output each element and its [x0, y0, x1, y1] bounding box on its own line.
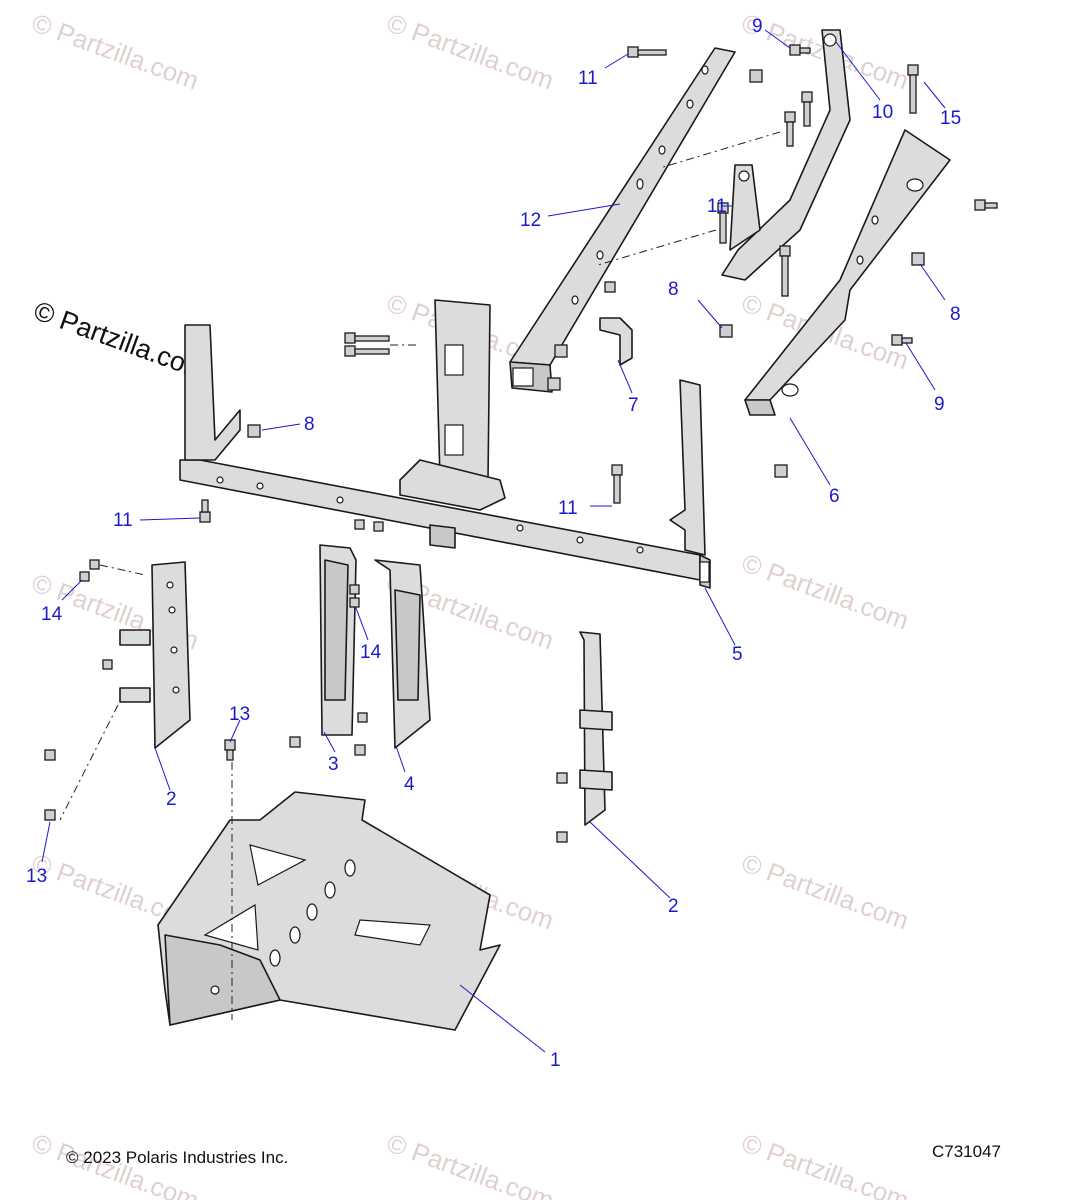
- bolt-icon: [779, 245, 791, 257]
- callout-2: 2: [166, 789, 177, 810]
- callout-3: 3: [328, 754, 339, 775]
- centerlines: [59, 131, 781, 1020]
- bolt-icon: [719, 212, 727, 244]
- bolt-icon: [199, 511, 211, 523]
- watermark: © Partzilla.com: [383, 1127, 558, 1200]
- bolt-icon: [781, 255, 789, 297]
- part-12-tube: [509, 47, 736, 393]
- bolt-icon: [354, 335, 390, 342]
- watermark: © Partzilla.com: [738, 547, 913, 635]
- callout-12: 12: [520, 210, 541, 231]
- bolt-icon: [44, 749, 56, 761]
- bolt-icon: [637, 49, 667, 56]
- callout-2: 2: [668, 896, 679, 917]
- bolt-icon: [354, 348, 390, 355]
- callout-11: 11: [558, 498, 578, 519]
- diagram-code: C731047: [932, 1142, 1002, 1161]
- bolt-icon: [891, 334, 903, 346]
- part-5-frame: [179, 299, 711, 589]
- bolt-icon: [786, 121, 794, 147]
- watermark: © Partzilla.com: [738, 1127, 913, 1200]
- bolt-icon: [354, 744, 366, 756]
- nut-icon: [247, 424, 261, 438]
- callout-11: 11: [707, 196, 727, 217]
- nut-icon: [719, 324, 733, 338]
- watermark: © Partzilla.com: [383, 7, 558, 95]
- callout-11: 11: [113, 510, 133, 531]
- part-6-angle: [744, 129, 951, 416]
- nut-icon: [774, 464, 788, 478]
- callout-6: 6: [829, 486, 840, 507]
- bolt-icon: [799, 47, 811, 54]
- bolt-icon: [789, 44, 801, 56]
- callouts: 1 2 2 3 4 5 6 7 8 8 8 9 9 10 11 11 11 11…: [26, 16, 961, 1071]
- part-4-bracket: [374, 559, 431, 749]
- bolt-icon: [44, 809, 56, 821]
- bolt-icon: [974, 199, 986, 211]
- callout-11: 11: [578, 68, 598, 89]
- bolt-icon: [801, 91, 813, 103]
- callout-13: 13: [26, 866, 47, 887]
- bolt-icon: [344, 332, 356, 344]
- callout-1: 1: [550, 1050, 561, 1071]
- callout-8: 8: [950, 304, 961, 325]
- callout-4: 4: [404, 774, 415, 795]
- callout-8: 8: [304, 414, 315, 435]
- part-3-bracket: [319, 544, 357, 736]
- bolt-icon: [907, 64, 919, 76]
- callout-9: 9: [752, 16, 763, 37]
- bolt-icon: [556, 831, 568, 843]
- bolt-icon: [984, 202, 998, 209]
- bolt-icon: [901, 337, 913, 344]
- part-1-skid-plate: [157, 791, 501, 1031]
- bolt-icon: [226, 749, 234, 761]
- callout-5: 5: [732, 644, 743, 665]
- part-10-bracket: [721, 29, 851, 281]
- bolt-icon: [613, 474, 621, 504]
- bolt-icon: [289, 736, 301, 748]
- part-2-right-bracket: [579, 631, 613, 826]
- part-2-left-bracket: [119, 561, 191, 749]
- nut-icon: [749, 69, 763, 83]
- fasteners: [44, 44, 998, 843]
- part-7-bracket: [599, 317, 633, 366]
- callout-13: 13: [229, 704, 250, 725]
- bolt-icon: [349, 584, 360, 595]
- bolt-icon: [79, 571, 90, 582]
- watermark-large: © Partzilla.com: [30, 295, 211, 385]
- nut-icon: [547, 377, 561, 391]
- bolt-icon: [354, 519, 365, 530]
- callout-9: 9: [934, 394, 945, 415]
- callout-14: 14: [360, 642, 382, 663]
- bolt-icon: [803, 101, 811, 127]
- watermark: © Partzilla.com: [738, 847, 913, 935]
- nut-icon: [911, 252, 925, 266]
- bolt-icon: [349, 597, 360, 608]
- leader-lines: [41, 29, 946, 1053]
- bolt-icon: [344, 345, 356, 357]
- bolt-icon: [784, 111, 796, 123]
- callout-8: 8: [668, 279, 679, 300]
- bolt-icon: [556, 772, 568, 784]
- bolt-icon: [373, 521, 384, 532]
- bolt-icon: [357, 712, 368, 723]
- nut-icon: [554, 344, 568, 358]
- bolt-icon: [102, 659, 113, 670]
- callout-7: 7: [628, 395, 639, 416]
- bolt-icon: [201, 499, 209, 513]
- callout-15: 15: [940, 108, 961, 129]
- bolt-icon: [611, 464, 623, 476]
- bolt-icon: [89, 559, 100, 570]
- bolt-icon: [627, 46, 639, 58]
- watermark: © Partzilla.com: [28, 7, 203, 95]
- bolt-icon: [604, 281, 616, 293]
- bolt-icon: [909, 74, 917, 114]
- copyright-notice: © 2023 Polaris Industries Inc.: [66, 1148, 289, 1167]
- callout-10: 10: [872, 102, 893, 123]
- callout-14: 14: [41, 604, 63, 625]
